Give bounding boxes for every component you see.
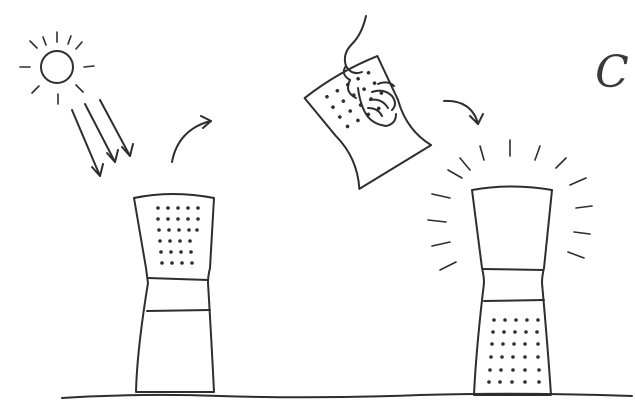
flask-right xyxy=(472,187,552,396)
sun-icon xyxy=(20,32,94,104)
arrow-icon-2 xyxy=(444,101,483,124)
hand-icon xyxy=(344,16,396,126)
flask-tilted xyxy=(303,52,432,189)
sun-disc xyxy=(41,51,73,83)
flask-right-dots xyxy=(487,318,541,384)
sunlight-arrows xyxy=(72,100,133,176)
panel-letter: C xyxy=(595,50,629,96)
flask-left-dots xyxy=(156,206,200,265)
arrow-icon xyxy=(172,116,211,162)
sun-rays xyxy=(20,32,94,104)
flask-left xyxy=(134,194,214,392)
glow-rays-icon xyxy=(428,140,592,270)
